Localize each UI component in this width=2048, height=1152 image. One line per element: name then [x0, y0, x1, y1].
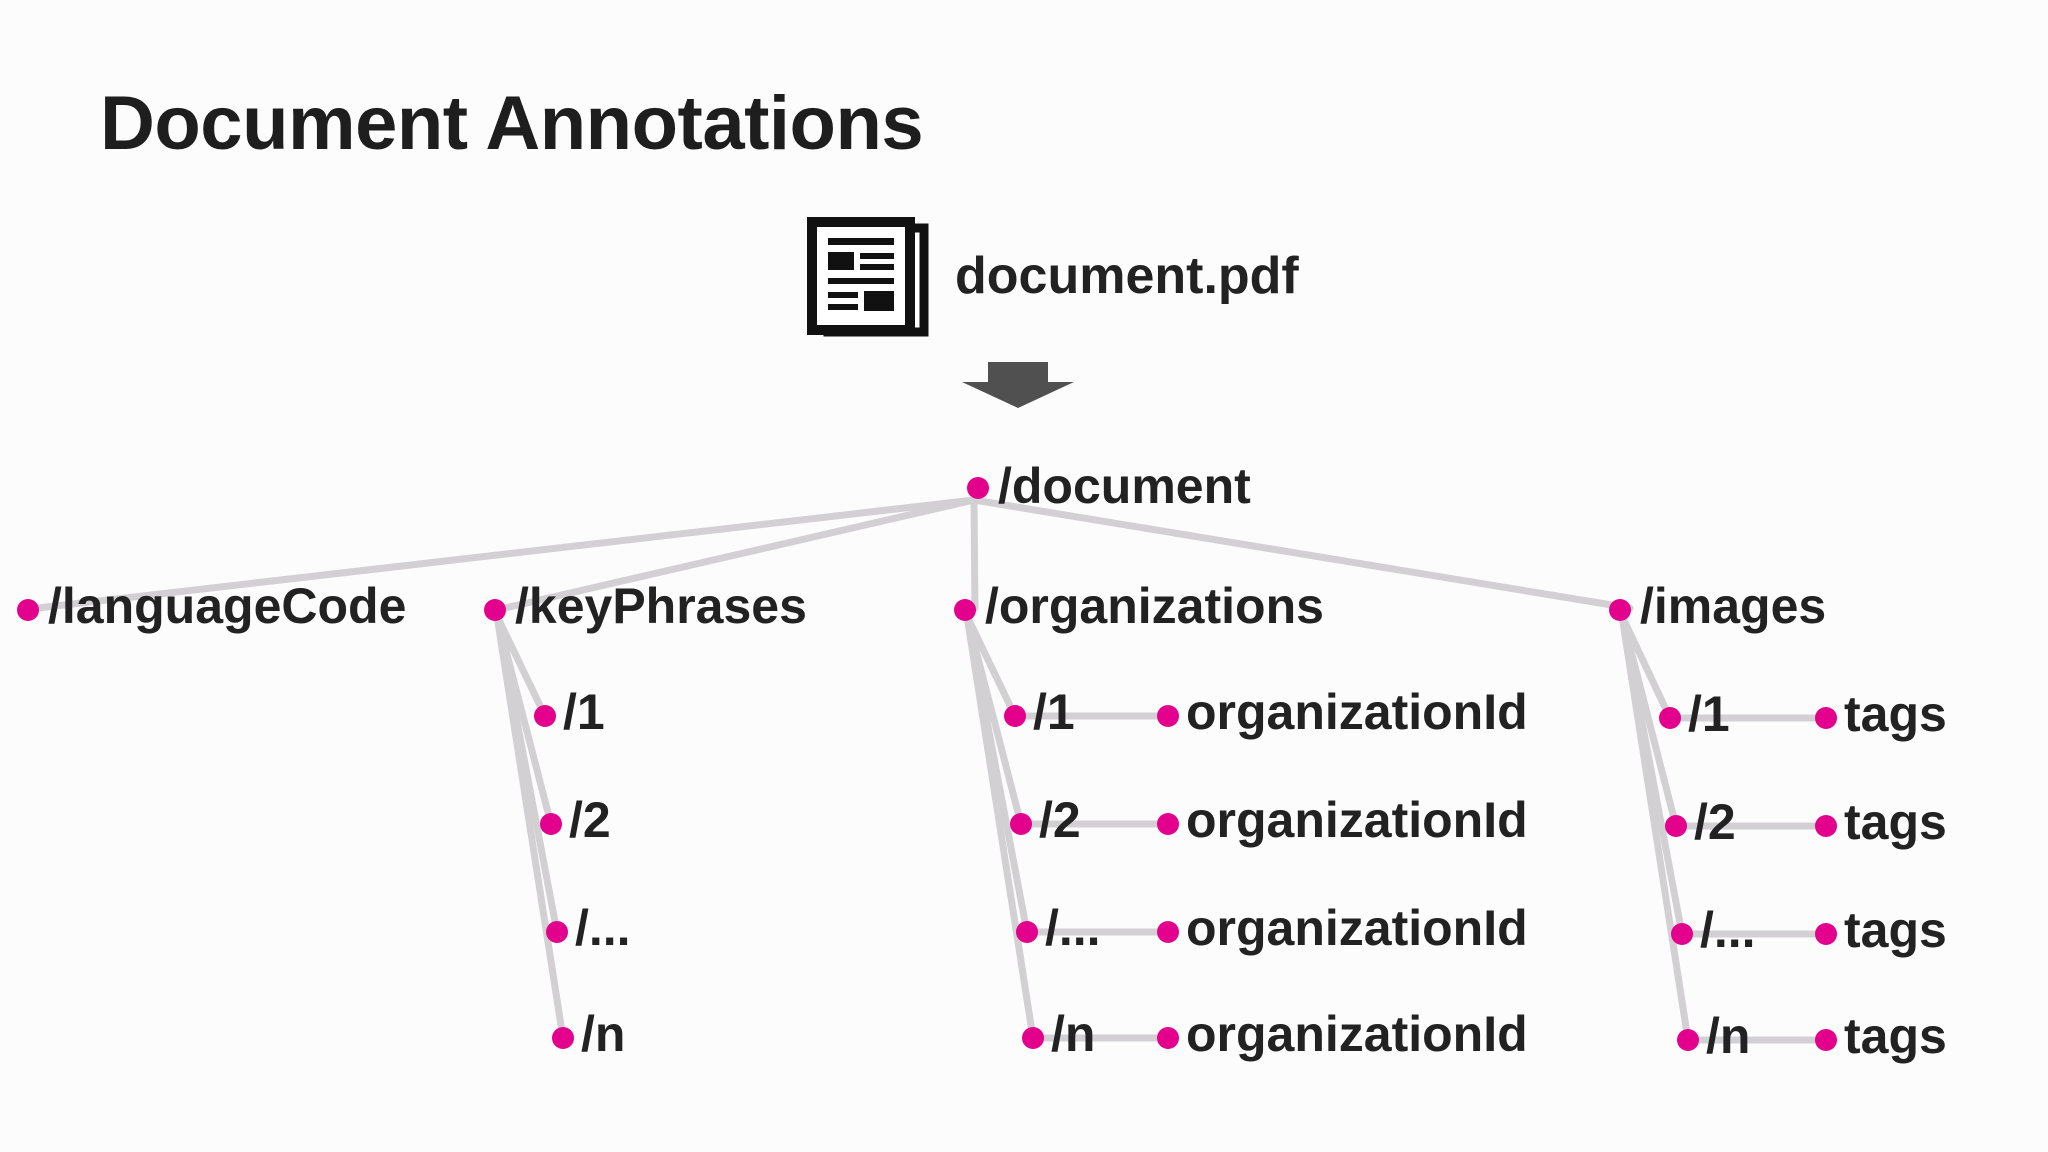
leaf-node-label-3-1: tags: [1844, 794, 1947, 850]
child-node-dot-2-0: [1004, 705, 1026, 727]
leaf-node-dot-3-2: [1815, 923, 1837, 945]
leaf-node-label-3-3: tags: [1844, 1008, 1947, 1064]
child-node-label-1-2: /...: [575, 900, 631, 956]
child-node-dot-3-0: [1659, 707, 1681, 729]
leaf-node-label-3-2: tags: [1844, 902, 1947, 958]
leaf-node-dot-2-0: [1157, 705, 1179, 727]
child-node-label-1-3: /n: [581, 1006, 626, 1062]
branch-node-label-0: /languageCode: [48, 578, 407, 634]
leaf-node-dot-3-1: [1815, 815, 1837, 837]
child-node-label-3-2: /...: [1700, 902, 1756, 958]
branch-node-dot-3: [1609, 599, 1631, 621]
branch-node-dot-1: [484, 599, 506, 621]
leaf-node-dot-3-0: [1815, 707, 1837, 729]
branch-node-dot-2: [954, 599, 976, 621]
child-node-label-3-1: /2: [1694, 794, 1736, 850]
child-node-label-2-3: /n: [1051, 1006, 1096, 1062]
leaf-node-dot-2-2: [1157, 921, 1179, 943]
edge-branch-3-to-child-3: [1618, 612, 1692, 1044]
edge-branch-1-to-child-0: [493, 612, 549, 720]
edge-branch-2-to-child-0: [963, 612, 1019, 720]
child-node-dot-1-0: [534, 705, 556, 727]
edge-branch-1-to-child-3: [493, 612, 567, 1042]
child-node-label-3-0: /1: [1688, 686, 1730, 742]
leaf-node-label-3-0: tags: [1844, 686, 1947, 742]
branch-node-label-3: /images: [1640, 578, 1827, 634]
leaf-node-dot-2-1: [1157, 813, 1179, 835]
child-node-dot-1-1: [540, 813, 562, 835]
child-node-dot-3-2: [1671, 923, 1693, 945]
child-node-label-1-0: /1: [563, 684, 605, 740]
leaf-node-dot-3-3: [1815, 1029, 1837, 1051]
edge-root-to-branch-0: [34, 496, 978, 612]
root-node-label: /document: [998, 458, 1251, 514]
branch-node-dot-0: [17, 599, 39, 621]
leaf-node-label-2-3: organizationId: [1186, 1006, 1528, 1062]
child-node-dot-2-3: [1022, 1027, 1044, 1049]
edge-branch-3-to-child-0: [1618, 612, 1674, 722]
root-node-dot: [967, 477, 989, 499]
child-node-dot-2-1: [1010, 813, 1032, 835]
child-node-dot-3-1: [1665, 815, 1687, 837]
child-node-label-2-1: /2: [1039, 792, 1081, 848]
leaf-node-label-2-1: organizationId: [1186, 792, 1528, 848]
newspaper-document-icon: [807, 217, 929, 337]
file-name-label: document.pdf: [955, 247, 1299, 305]
leaf-node-label-2-2: organizationId: [1186, 900, 1528, 956]
child-node-label-3-3: /n: [1706, 1008, 1751, 1064]
child-node-label-2-0: /1: [1033, 684, 1075, 740]
child-node-dot-1-2: [546, 921, 568, 943]
child-node-label-2-2: /...: [1045, 900, 1101, 956]
page-title: Document Annotations: [100, 81, 924, 166]
edge-root-to-branch-3: [970, 496, 1634, 612]
leaf-node-dot-2-3: [1157, 1027, 1179, 1049]
child-node-label-1-1: /2: [569, 792, 611, 848]
edge-branch-2-to-child-3: [963, 612, 1037, 1042]
child-node-dot-1-3: [552, 1027, 574, 1049]
edge-root-to-branch-2: [970, 496, 979, 612]
edge-root-to-branch-1: [501, 496, 978, 612]
branch-node-label-1: /keyPhrases: [515, 578, 807, 634]
leaf-node-label-2-0: organizationId: [1186, 684, 1528, 740]
branch-node-label-2: /organizations: [985, 578, 1324, 634]
child-node-dot-2-2: [1016, 921, 1038, 943]
child-node-dot-3-3: [1677, 1029, 1699, 1051]
down-arrow-icon: [962, 362, 1074, 408]
